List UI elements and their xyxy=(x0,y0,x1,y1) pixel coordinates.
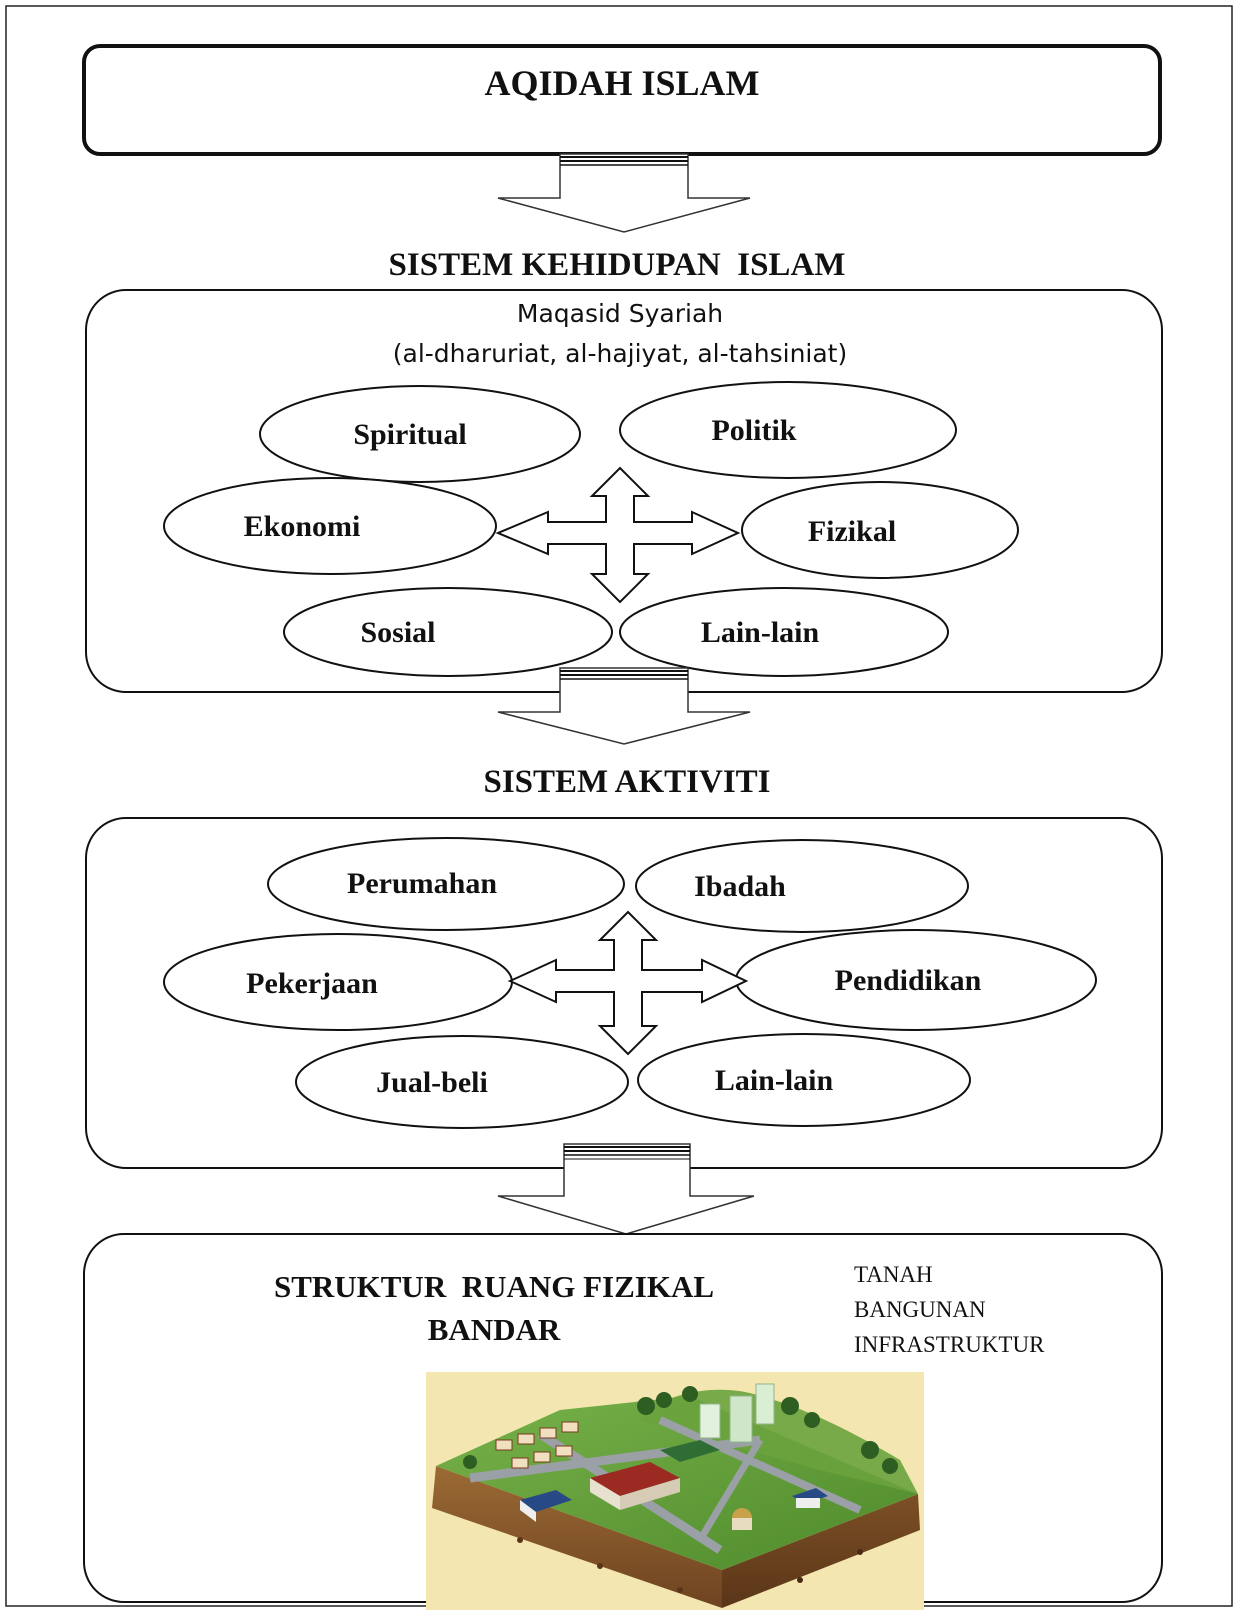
node-perumahan-label: Perumahan xyxy=(347,867,497,900)
node-ibadah-label: Ibadah xyxy=(694,870,786,903)
struktur-ruang-title-line2: BANDAR xyxy=(428,1312,561,1347)
city-illustration xyxy=(426,1372,924,1610)
node-lain-lain-2-label: Lain-lain xyxy=(715,1064,834,1097)
sistem-kehidupan-heading: SISTEM KEHIDUPAN ISLAM xyxy=(389,247,846,283)
cross-arrow-1 xyxy=(495,466,741,604)
node-pendidikan-label: Pendidikan xyxy=(835,964,982,997)
node-lain-lain-2: Lain-lain xyxy=(637,1033,971,1127)
maqasid-syariah-sublabel: (al-dharuriat, al-hajiyat, al-tahsiniat) xyxy=(393,339,847,368)
node-perumahan: Perumahan xyxy=(267,837,625,931)
node-pekerjaan-label: Pekerjaan xyxy=(246,967,378,1000)
component-tanah: TANAH xyxy=(854,1262,933,1287)
node-jual-beli-label: Jual-beli xyxy=(376,1066,488,1099)
node-sosial-label: Sosial xyxy=(360,616,435,649)
down-arrow-1 xyxy=(497,153,751,233)
node-sosial: Sosial xyxy=(283,587,613,677)
node-lain-lain-1-label: Lain-lain xyxy=(701,616,820,649)
outer-frame xyxy=(5,5,1233,1607)
component-bangunan: BANGUNAN xyxy=(854,1297,986,1322)
node-politik-label: Politik xyxy=(711,414,796,447)
down-arrow-2 xyxy=(497,667,751,745)
node-ibadah: Ibadah xyxy=(635,839,969,933)
node-spiritual: Spiritual xyxy=(259,385,581,483)
aqidah-islam-box: AQIDAH ISLAM xyxy=(82,44,1162,156)
maqasid-syariah-label: Maqasid Syariah xyxy=(517,299,723,328)
aqidah-islam-title: AQIDAH ISLAM xyxy=(484,63,759,103)
down-arrow-3 xyxy=(497,1143,755,1235)
node-jual-beli: Jual-beli xyxy=(295,1035,629,1129)
node-pekerjaan: Pekerjaan xyxy=(163,933,513,1031)
node-pendidikan: Pendidikan xyxy=(735,929,1097,1031)
cross-arrow-2 xyxy=(507,910,749,1056)
node-fizikal-label: Fizikal xyxy=(808,515,896,548)
node-ekonomi-label: Ekonomi xyxy=(244,510,361,543)
node-ekonomi: Ekonomi xyxy=(163,477,497,575)
component-infrastruktur: INFRASTRUKTUR xyxy=(854,1332,1045,1357)
sistem-aktiviti-heading: SISTEM AKTIVITI xyxy=(483,764,770,800)
node-fizikal: Fizikal xyxy=(741,481,1019,579)
node-lain-lain-1: Lain-lain xyxy=(619,587,949,677)
node-politik: Politik xyxy=(619,381,957,479)
node-spiritual-label: Spiritual xyxy=(353,418,466,451)
struktur-ruang-title-line1: STRUKTUR RUANG FIZIKAL xyxy=(274,1269,714,1304)
